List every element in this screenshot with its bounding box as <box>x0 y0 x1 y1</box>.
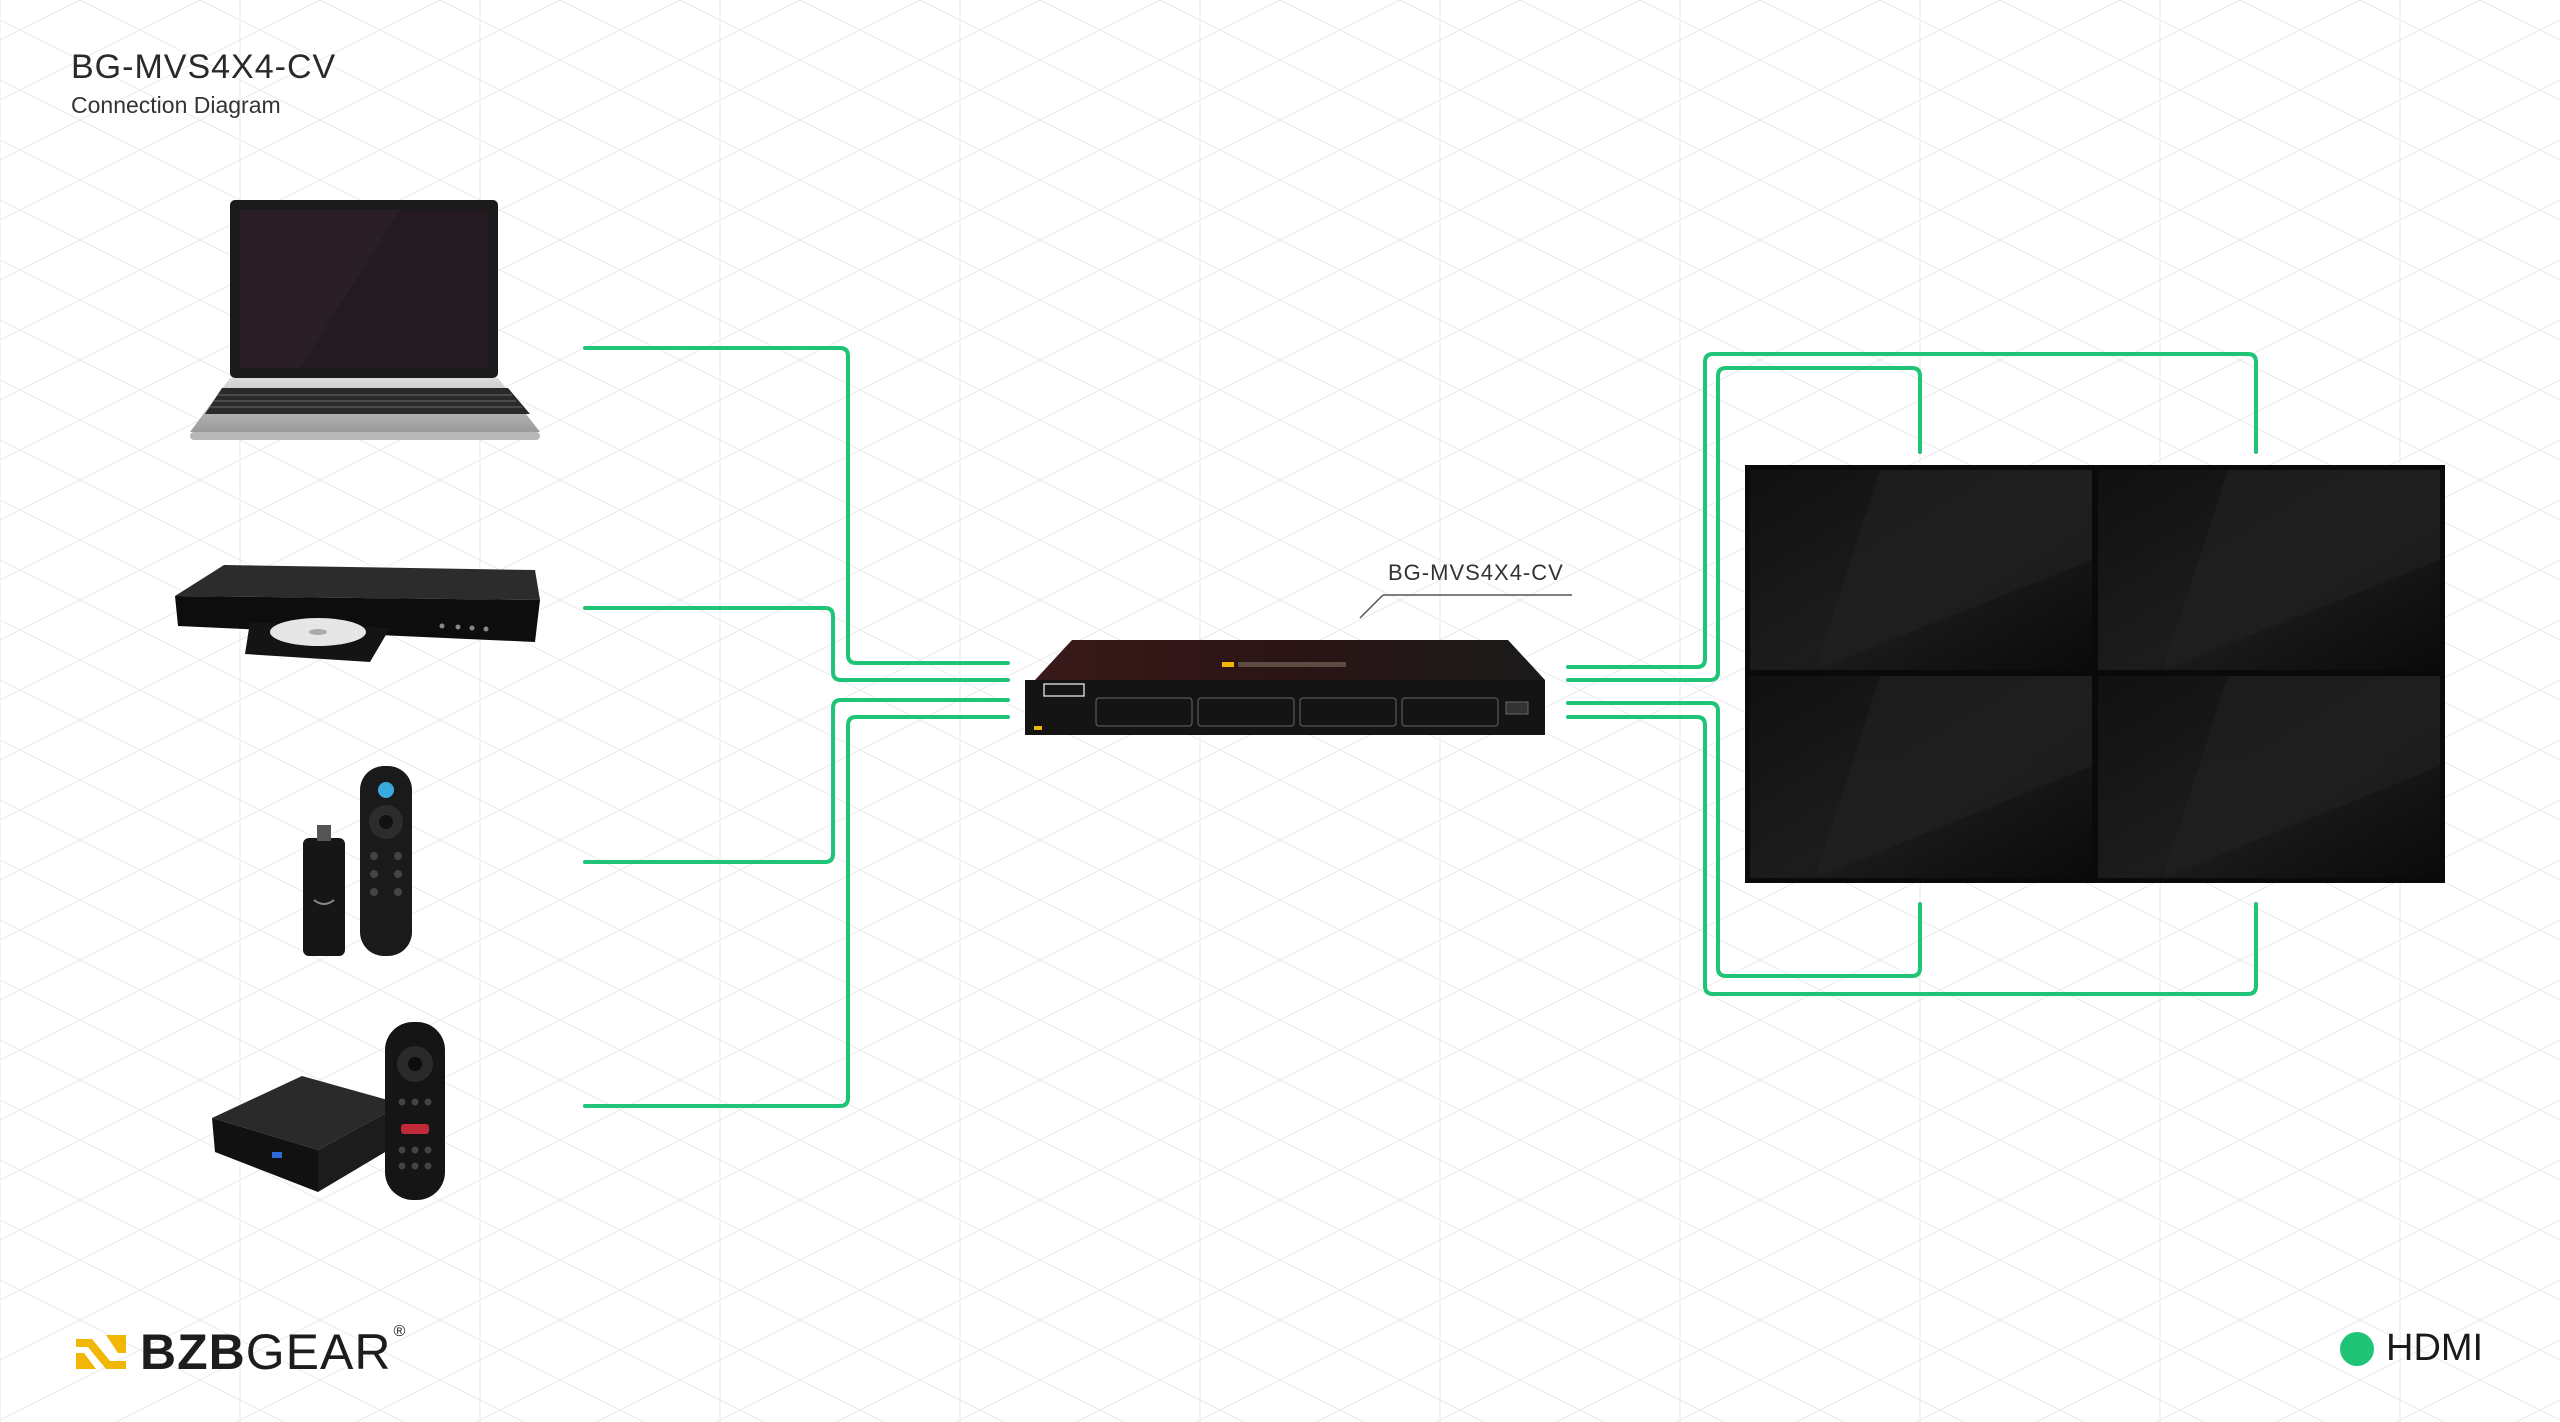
cable-output-3 <box>1566 701 1922 978</box>
device-callout-label: BG-MVS4X4-CV <box>1388 560 1564 585</box>
laptop-icon <box>190 200 540 440</box>
logo-text-bold: BZB <box>140 1324 246 1380</box>
legend: HDMI <box>2340 1327 2483 1370</box>
brand-logo: BZBGEAR® <box>70 1322 406 1382</box>
cable-output-1 <box>1566 352 2258 669</box>
logo-registered-mark: ® <box>393 1323 407 1340</box>
cable-bluray <box>583 606 1010 682</box>
logo-mark-icon <box>76 1335 126 1369</box>
streaming-stick-icon <box>303 766 412 956</box>
hdmi-cables <box>583 346 2258 1108</box>
media-box-icon <box>212 1022 445 1200</box>
legend-hdmi-label: HDMI <box>2386 1327 2484 1369</box>
page-title: BG-MVS4X4-CV <box>71 48 337 86</box>
cable-stick <box>583 698 1010 864</box>
cable-output-2 <box>1566 366 1922 682</box>
blu-ray-player-icon <box>175 565 540 662</box>
legend-hdmi-swatch <box>2340 1331 2374 1366</box>
multiviewer-switch <box>1025 594 1572 735</box>
video-wall-icon <box>1745 465 2445 883</box>
logo-text-light: GEAR <box>245 1324 392 1380</box>
page-subtitle: Connection Diagram <box>71 92 281 118</box>
cable-laptop <box>583 346 1010 665</box>
cable-mediabox <box>583 715 1010 1108</box>
cable-output-4 <box>1566 715 2258 996</box>
logo-text: BZBGEAR® <box>140 1323 406 1381</box>
